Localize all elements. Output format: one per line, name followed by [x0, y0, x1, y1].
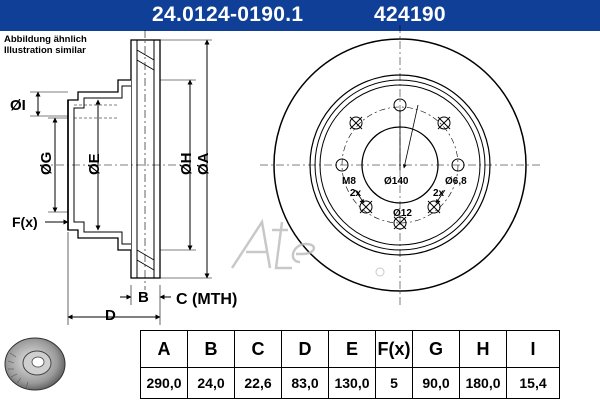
reference-number: 424190: [374, 3, 446, 26]
part-number: 24.0124-0190.1: [152, 3, 304, 26]
dim-label-e: ØE: [86, 153, 103, 175]
dim-label-i: ØI: [10, 97, 26, 114]
side-section-view: [30, 30, 212, 325]
dim-label-b: B: [138, 289, 149, 306]
bolt-hole-label: Ø12: [393, 208, 412, 219]
table-header-cell: G: [412, 330, 460, 368]
table-header-cell: A: [140, 330, 188, 368]
disc-outer-edge: [273, 38, 527, 292]
small-hole-label: Ø6,8: [445, 176, 467, 187]
dimension-table: A B C D E F(x) G H I 290,0 24,0 22,6 83,…: [140, 330, 560, 399]
dim-label-f: F(x): [12, 214, 38, 230]
ate-watermark-logo: [230, 218, 385, 277]
bolt-holes: [335, 98, 465, 230]
table-header-cell: H: [459, 330, 507, 368]
thread-count-label: 2x: [350, 188, 362, 199]
front-view: [260, 25, 540, 305]
technical-drawing: ØI ØG ØE ØH ØA F(x) B C (MTH) D: [10, 25, 540, 325]
vent-hatching: [136, 49, 155, 271]
table-header-cell: I: [506, 330, 560, 368]
disc-thumbnail-image: [4, 337, 66, 391]
dim-label-g: ØG: [38, 152, 55, 175]
small-hole-count-label: 2x: [433, 188, 445, 199]
table-value-cell: 15,4: [506, 367, 560, 399]
dim-label-a: ØA: [195, 152, 212, 175]
table-header-cell: F(x): [375, 330, 413, 368]
table-value-cell: 290,0: [140, 367, 188, 399]
illustration-note-english: Illustration similar: [4, 45, 86, 56]
table-header-cell: B: [187, 330, 235, 368]
table-value-cell: 22,6: [234, 367, 282, 399]
table-header-row: A B C D E F(x) G H I: [140, 330, 560, 368]
thread-label: M8: [342, 176, 356, 187]
table-header-cell: D: [281, 330, 329, 368]
table-value-cell: 24,0: [187, 367, 235, 399]
table-value-cell: 83,0: [281, 367, 329, 399]
table-value-cell: 5: [375, 367, 413, 399]
table-header-cell: E: [328, 330, 376, 368]
dim-label-c: C (MTH): [176, 291, 237, 308]
table-value-cell: 180,0: [459, 367, 507, 399]
table-value-row: 290,0 24,0 22,6 83,0 130,0 5 90,0 180,0 …: [140, 367, 560, 399]
dim-label-d: D: [105, 307, 116, 324]
table-value-cell: 130,0: [328, 367, 376, 399]
dim-label-h: ØH: [178, 153, 195, 176]
friction-ring: [130, 39, 161, 279]
table-header-cell: C: [234, 330, 282, 368]
pcd-label: Ø140: [384, 176, 409, 187]
header-bar: 24.0124-0190.1 424190: [0, 0, 600, 31]
illustration-note-german: Abbildung ähnlich: [4, 34, 87, 45]
table-value-cell: 90,0: [412, 367, 460, 399]
